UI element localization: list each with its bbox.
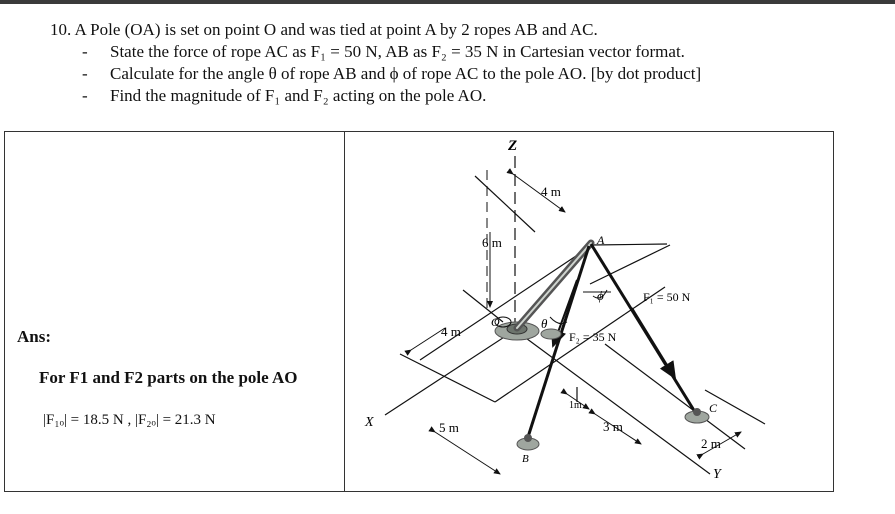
point-c-label: C xyxy=(709,401,718,415)
x-axis xyxy=(384,329,516,416)
force-arrow-f1 xyxy=(631,307,677,380)
question-bullets: - State the force of rope AC as F₁ = 50 … xyxy=(82,42,701,108)
bullet-mark: - xyxy=(82,42,88,61)
dim-arrow-4m-top xyxy=(506,168,566,213)
anchor-mid xyxy=(540,328,562,340)
bullet-item: - Find the magnitude of F₁ and F₂ acting… xyxy=(82,86,701,108)
dim-arrow-4m-left xyxy=(404,327,446,356)
x-axis-label: X xyxy=(364,415,374,430)
bullet-item: - State the force of rope AC as F₁ = 50 … xyxy=(82,42,701,64)
bullet-mark: - xyxy=(82,86,88,105)
dim-4m-top: 4 m xyxy=(541,184,561,199)
dim-arrow-2m xyxy=(696,431,742,460)
phi-label: ϕ xyxy=(597,288,604,303)
grid-line xyxy=(604,343,746,450)
answer-subheading: For F1 and F2 parts on the pole AO xyxy=(39,368,298,387)
rope-ac xyxy=(589,243,697,413)
grid-line xyxy=(494,313,626,403)
grid-line xyxy=(591,243,668,246)
y-axis-label: Y xyxy=(713,467,723,482)
grid-line xyxy=(399,353,496,403)
grid-line xyxy=(704,389,766,425)
anchor-b-pin xyxy=(524,434,532,442)
bullet-text: Calculate for the angle θ of rope AB and… xyxy=(110,64,702,83)
pole-diagram: Z X Y xyxy=(364,138,766,482)
y-axis xyxy=(514,329,711,475)
point-b-label: B xyxy=(522,453,529,465)
dim-arrow-3m xyxy=(588,408,642,445)
theta-arc xyxy=(549,316,568,325)
answer-result: |F₁ₒ| = 18.5 N , |F₂ₒ| = 21.3 N xyxy=(43,412,216,428)
answer-cell: Ans: For F1 and F2 parts on the pole AO … xyxy=(5,132,345,491)
dim-5m: 5 m xyxy=(439,420,459,435)
force-f2-label: F₂ = 35 N xyxy=(569,330,617,344)
theta-label: θ xyxy=(541,316,548,331)
dim-3m: 3 m xyxy=(603,419,623,434)
bullet-text: State the force of rope AC as F₁ = 50 N,… xyxy=(110,42,685,61)
figure-cell: Z X Y xyxy=(345,132,833,491)
bullet-mark: - xyxy=(82,64,88,83)
pole-oa-highlight xyxy=(516,242,592,329)
dim-arrow-1m xyxy=(560,388,590,410)
dim-4m-left: 4 m xyxy=(441,324,461,339)
answer-table: Ans: For F1 and F2 parts on the pole AO … xyxy=(4,131,834,492)
bullet-text: Find the magnitude of F₁ and F₂ acting o… xyxy=(110,86,487,105)
top-rule xyxy=(0,0,895,4)
grid-line xyxy=(589,244,671,285)
dim-2m: 2 m xyxy=(701,436,721,451)
grid-line xyxy=(474,175,536,233)
point-o-label: O xyxy=(491,315,500,329)
dim-arrow-5m xyxy=(428,426,501,475)
grid-line xyxy=(419,249,586,361)
dim-1m: 1m xyxy=(569,400,582,411)
question-title: 10. A Pole (OA) is set on point O and wa… xyxy=(50,20,598,39)
answer-label: Ans: xyxy=(17,327,52,346)
dim-6m: 6 m xyxy=(482,235,502,250)
anchor-c-pin xyxy=(693,408,701,416)
grid-line xyxy=(462,289,504,323)
z-axis-label: Z xyxy=(507,138,517,154)
bullet-item: - Calculate for the angle θ of rope AB a… xyxy=(82,64,701,86)
force-f1-label: F₁ = 50 N xyxy=(643,290,691,304)
point-a-label: A xyxy=(596,233,605,247)
hinge-ring xyxy=(494,316,512,328)
